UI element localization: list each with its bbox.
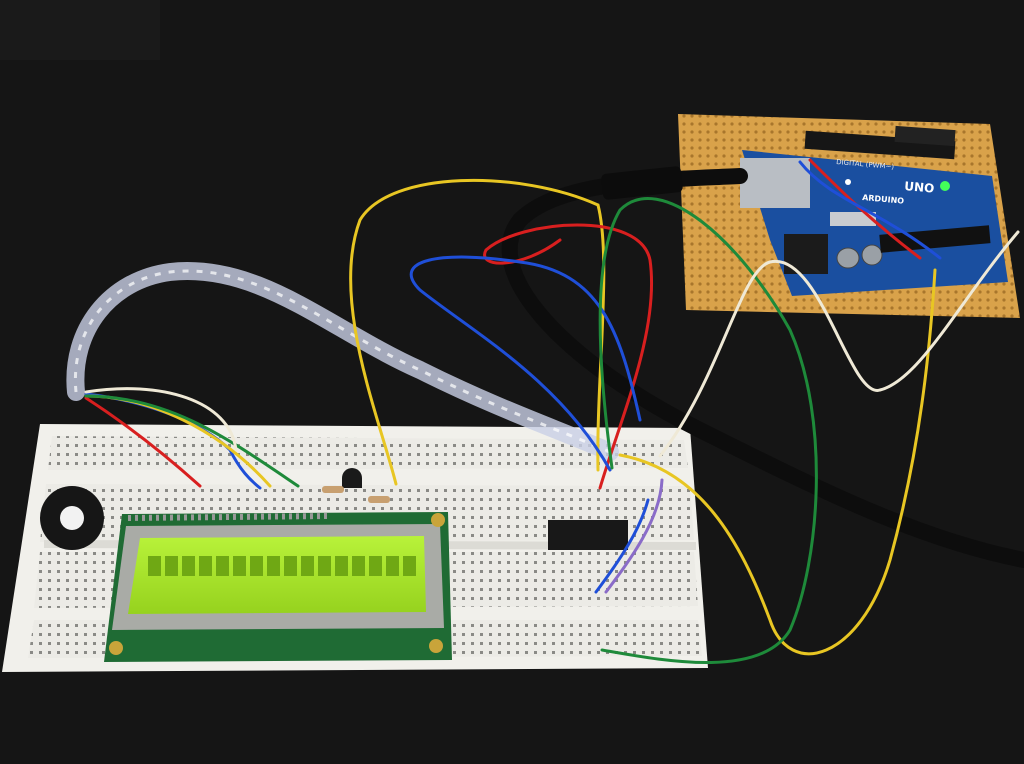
atmega-chip [879, 225, 991, 253]
arduino-brand-text: ARDUINO [862, 193, 905, 206]
usb-cable [501, 168, 1024, 568]
uno-model-text: UNO [904, 179, 935, 196]
white-wire [658, 230, 1020, 458]
transistor [342, 468, 362, 488]
crystal [830, 212, 876, 226]
mount-hole [109, 641, 123, 655]
power-led [940, 181, 950, 191]
green-wire [598, 197, 818, 664]
resistor [322, 486, 344, 493]
yellow-wire [349, 178, 606, 486]
resistor [368, 496, 390, 503]
blue-wire [409, 255, 642, 472]
potentiometer [40, 486, 104, 550]
lcd-module [104, 512, 452, 662]
mount-hole [429, 639, 443, 653]
capacitor [836, 247, 860, 269]
lcd-character-blocks [148, 556, 416, 576]
ic-chip [548, 520, 628, 550]
arduino-uno: DIGITAL (PWM~) ARDUINO UNO [740, 125, 1008, 296]
usb-b-port [740, 158, 810, 208]
lcd-header-pins [127, 513, 331, 521]
yellow-wire-2 [618, 268, 937, 656]
capacitor [861, 244, 883, 266]
usb-plug [601, 166, 683, 200]
power-jack [784, 234, 828, 274]
mount-hole [431, 513, 445, 527]
jumper-wires [84, 158, 1020, 664]
